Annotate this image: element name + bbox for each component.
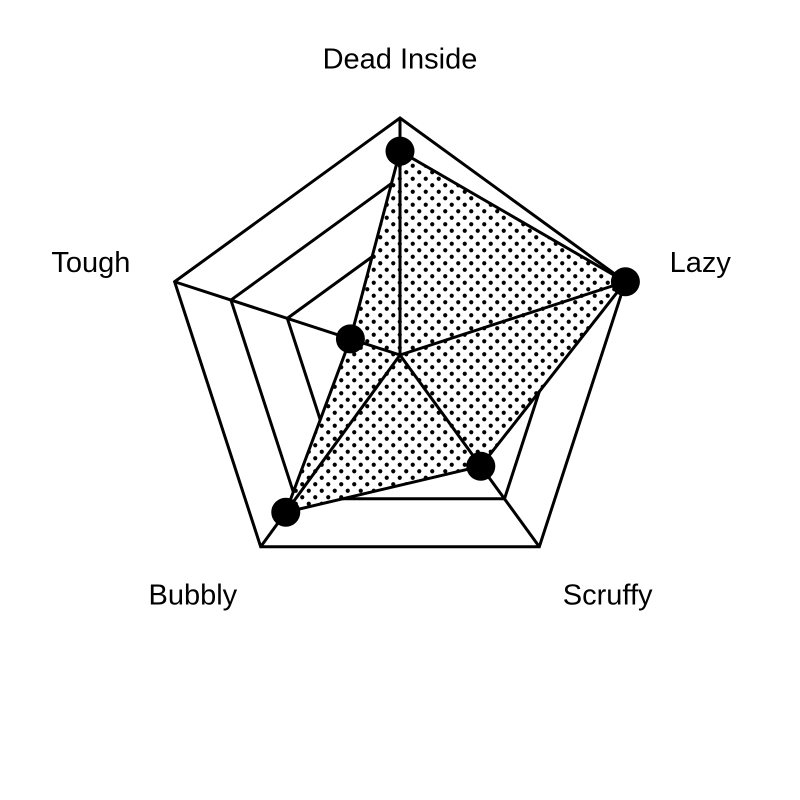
axis-label-lazy: Lazy (670, 247, 732, 279)
axis-label-bubbly: Bubbly (149, 580, 238, 612)
data-point-tough (335, 324, 365, 354)
series-area-1 (283, 148, 628, 515)
grid-ring-4 (172, 116, 628, 549)
marker-layer (271, 136, 640, 527)
spoke-scruffy (398, 354, 541, 548)
spoke-lazy (399, 280, 626, 357)
data-point-dead-inside (385, 136, 415, 166)
axis-label-tough: Tough (51, 247, 130, 279)
series-layer (283, 148, 628, 515)
axis-label-scruffy: Scruffy (563, 580, 653, 612)
data-point-scruffy (466, 451, 496, 481)
axis-label-dead-inside: Dead Inside (323, 44, 478, 76)
data-point-lazy (610, 267, 640, 297)
data-point-bubbly (271, 497, 301, 527)
